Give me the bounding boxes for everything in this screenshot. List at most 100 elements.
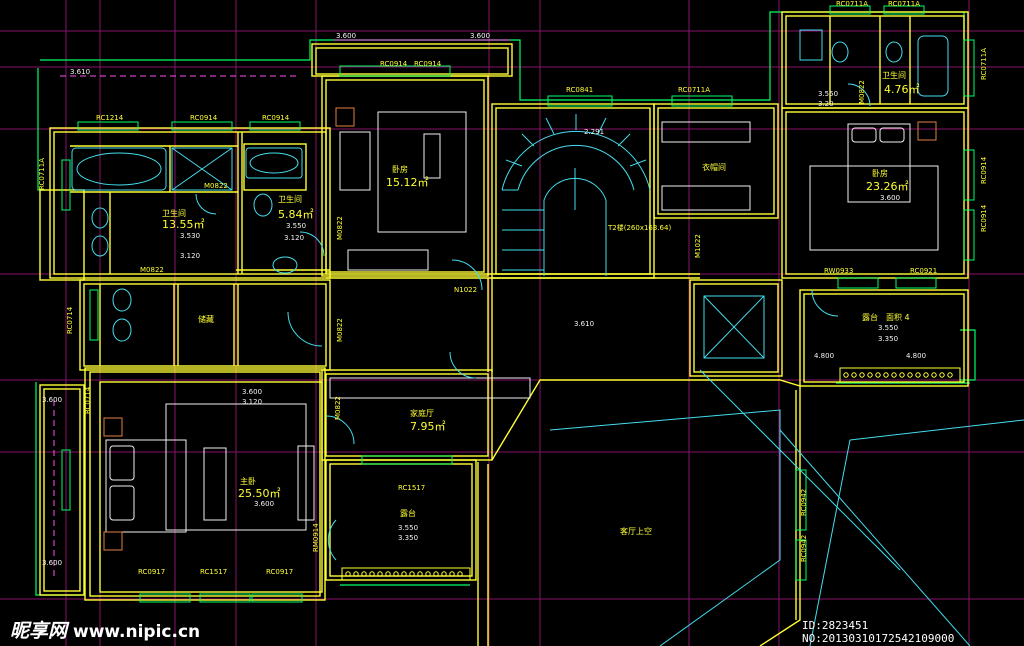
code-label: RC1517 — [398, 484, 425, 492]
code-label: RW0933 — [824, 267, 853, 275]
vertical-labels: RC0711A RC0714 RC0714 M0822 M0822 M0822 … — [38, 48, 988, 562]
level: 3.530 — [180, 232, 200, 240]
room-area: 5.84㎡ — [278, 208, 314, 221]
code-label: T2楼(260x163.64) — [607, 223, 671, 232]
room-name: 卫生间 — [278, 194, 302, 204]
railing-baluster — [385, 571, 391, 577]
level: 4.800 — [906, 352, 926, 360]
code-label: M0822 — [140, 266, 164, 274]
code-label: RC0914 — [980, 156, 988, 184]
railing-baluster — [345, 571, 351, 577]
annotations: 卫生间 13.55㎡ 3.530 3.120 卫生间 5.84㎡ 3.550 3… — [42, 0, 937, 576]
railing-baluster — [409, 571, 415, 577]
code-label: RC1517 — [200, 568, 227, 576]
furniture — [105, 111, 939, 533]
code-label: RC0917 — [266, 568, 293, 576]
room-name: 卧房 — [392, 164, 408, 174]
room-area: 15.12㎡ — [386, 176, 429, 189]
room-label: 面积 4 — [886, 312, 910, 322]
room-area: 7.95㎡ — [410, 420, 446, 433]
watermark-id: ID:2823451 NO:20130310172542109000 — [802, 619, 955, 645]
railing-baluster — [947, 372, 953, 378]
railing-baluster — [891, 372, 897, 378]
code-label: RC0917 — [138, 568, 165, 576]
code-label: RC0914 — [414, 60, 442, 68]
railing-baluster — [425, 571, 431, 577]
room-area: 4.76㎡ — [884, 83, 920, 96]
code-label: M0822 — [858, 80, 866, 104]
code-label: RM0914 — [312, 523, 320, 552]
room-name: 储藏 — [198, 314, 214, 324]
level: 3.600 — [470, 32, 490, 40]
railing-baluster — [867, 372, 873, 378]
code-label: RC0714 — [66, 306, 74, 334]
railing-baluster — [393, 571, 399, 577]
railing-baluster — [843, 372, 849, 378]
railing-baluster — [907, 372, 913, 378]
level: 3.550 — [818, 90, 838, 98]
railing-baluster — [875, 372, 881, 378]
railing-baluster — [353, 571, 359, 577]
railing-baluster — [377, 571, 383, 577]
code-label: RC0914 — [262, 114, 290, 122]
exterior-outline — [35, 11, 976, 596]
level: 3.610 — [574, 320, 594, 328]
level: 3.350 — [878, 335, 898, 343]
railing-baluster — [899, 372, 905, 378]
railing-baluster — [915, 372, 921, 378]
level: 3.600 — [880, 194, 900, 202]
level: 3.120 — [180, 252, 200, 260]
dimension-lines — [53, 39, 510, 580]
code-label: M0822 — [334, 396, 342, 420]
code-label: RC0921 — [910, 267, 937, 275]
code-label: RC0714 — [84, 386, 92, 414]
code-label: RC0711A — [678, 86, 710, 94]
lamp-symbols — [103, 107, 937, 551]
room-name: 主卧 — [240, 476, 256, 486]
room-name: 露台 — [400, 508, 416, 518]
walls — [39, 11, 969, 646]
room-name: 客厅上空 — [620, 526, 652, 536]
level: 3.550 — [398, 524, 418, 532]
room-area: 13.55㎡ — [162, 218, 205, 231]
code-label: RC0914 — [980, 204, 988, 232]
code-label: RC0942 — [800, 535, 808, 562]
room-name: 家庭厅 — [410, 408, 434, 418]
doors — [195, 83, 871, 561]
code-label: RC0914 — [190, 114, 218, 122]
code-label: M0822 — [336, 216, 344, 240]
roof-lines — [549, 369, 1024, 646]
code-label: M0822 — [336, 318, 344, 342]
railing-baluster — [449, 571, 455, 577]
fixtures — [71, 29, 949, 359]
code-label: RC0841 — [566, 86, 593, 94]
railing-baluster — [939, 372, 945, 378]
code-label: RC1214 — [96, 114, 124, 122]
code-label: RC0711A — [38, 158, 46, 190]
railing-baluster — [931, 372, 937, 378]
room-name: 卧房 — [872, 168, 888, 178]
railing-baluster — [369, 571, 375, 577]
room-name: 露台 — [862, 312, 878, 322]
room-name: 卫生间 — [882, 70, 906, 80]
railing-baluster — [417, 571, 423, 577]
railings — [341, 367, 961, 581]
railing-baluster — [883, 372, 889, 378]
railing-dots — [345, 372, 953, 577]
railing-baluster — [851, 372, 857, 378]
code-label: N1022 — [454, 286, 477, 294]
railing-baluster — [361, 571, 367, 577]
railing-baluster — [441, 571, 447, 577]
room-name: 卫生间 — [162, 208, 186, 218]
code-label: RC0711A — [980, 48, 988, 80]
level: 3.350 — [398, 534, 418, 542]
level: 3.550 — [878, 324, 898, 332]
level: 2.291 — [584, 128, 604, 136]
room-name: 衣帽间 — [702, 162, 726, 172]
level: 3.120 — [242, 398, 262, 406]
level: 3.600 — [242, 388, 262, 396]
level: 3.600 — [336, 32, 356, 40]
